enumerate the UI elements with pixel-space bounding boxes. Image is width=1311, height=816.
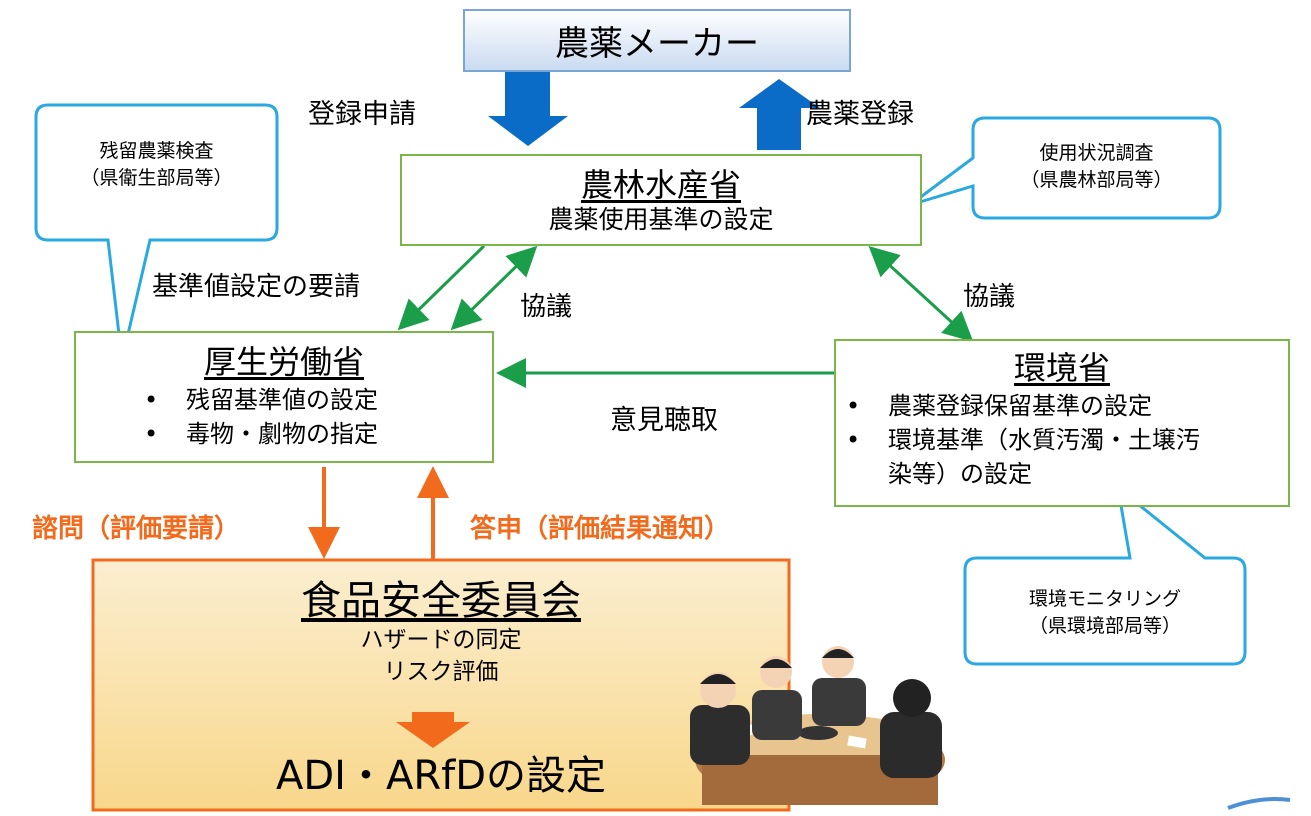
moe-title: 環境省 <box>1013 349 1110 387</box>
callout-residue-line1: 残留農薬検査 <box>99 140 214 162</box>
callout-usage-line2: （県農林部局等） <box>1020 169 1173 191</box>
fsc-result: ADI・ARfDの設定 <box>276 753 606 799</box>
maker-box-bg <box>463 9 851 72</box>
moe-item: 農薬登録保留基準の設定 <box>842 389 1288 423</box>
fsc-box-bg <box>91 558 791 812</box>
maff-box: 農林水産省 農薬使用基準の設定 <box>400 154 922 246</box>
fsc-line2: リスク評価 <box>383 659 499 685</box>
callout-env-monitoring <box>963 484 1247 666</box>
callout-env-line1: 環境モニタリング <box>1028 588 1181 610</box>
label-consult-right: 協議 <box>963 282 1016 312</box>
moe-list: 農薬登録保留基準の設定 環境基準（水質汚濁・土壌汚 染等）の設定 <box>842 389 1288 491</box>
arrow-consult-left <box>450 245 538 331</box>
arrow-standard-request <box>397 244 486 331</box>
maker-box: 農薬メーカー <box>464 10 850 71</box>
moe-box: 環境省 農薬登録保留基準の設定 環境基準（水質汚濁・土壌汚 染等）の設定 <box>834 339 1290 507</box>
callout-usage-line1: 使用状況調査 <box>1039 142 1154 164</box>
meeting-people-icon <box>690 646 945 805</box>
mhlw-title: 厚生労働省 <box>203 343 364 381</box>
blue-up-arrow <box>739 79 820 150</box>
callout-residue-line2: （県衛生部局等） <box>80 167 233 189</box>
callout-usage-survey <box>909 116 1222 220</box>
label-consult-left: 協議 <box>520 292 573 322</box>
moe-item: 環境基準（水質汚濁・土壌汚 <box>842 423 1288 457</box>
moe-item-continued: 染等）の設定 <box>888 460 1032 488</box>
maker-title: 農薬メーカー <box>555 24 759 64</box>
mhlw-box: 厚生労働省 残留基準値の設定 毒物・劇物の指定 <box>74 331 494 463</box>
label-opinion-hearing: 意見聴取 <box>610 405 718 436</box>
mhlw-list: 残留基準値の設定 毒物・劇物の指定 <box>140 383 492 451</box>
callout-residue-text: 残留農薬検査 （県衛生部局等） <box>36 138 277 192</box>
mhlw-item: 毒物・劇物の指定 <box>140 417 492 451</box>
label-pesticide-registration: 農薬登録 <box>806 99 914 130</box>
label-inquiry: 諮問（評価要請） <box>32 514 241 544</box>
callout-env-text: 環境モニタリング （県環境部局等） <box>965 586 1245 640</box>
callout-usage-text: 使用状況調査 （県農林部局等） <box>973 140 1220 194</box>
label-registration-request: 登録申請 <box>308 99 416 130</box>
maff-subtitle: 農薬使用基準の設定 <box>548 205 774 234</box>
callout-residue-inspection <box>34 103 279 361</box>
fsc-line1: ハザードの同定 <box>360 627 522 653</box>
arrow-consult-right <box>868 245 974 343</box>
callout-env-line2: （県環境部局等） <box>1028 615 1181 637</box>
fsc-title: 食品安全委員会 <box>301 578 581 624</box>
blue-down-arrow <box>488 72 568 146</box>
orange-down-arrow <box>396 712 470 748</box>
fsc-box: 食品安全委員会 ハザードの同定 リスク評価 ADI・ARfDの設定 <box>93 560 789 810</box>
label-standard-request: 基準値設定の要請 <box>152 272 361 302</box>
maff-title: 農林水産省 <box>580 166 741 204</box>
label-report: 答申（評価結果通知） <box>470 514 731 544</box>
mhlw-item: 残留基準値の設定 <box>140 383 492 417</box>
